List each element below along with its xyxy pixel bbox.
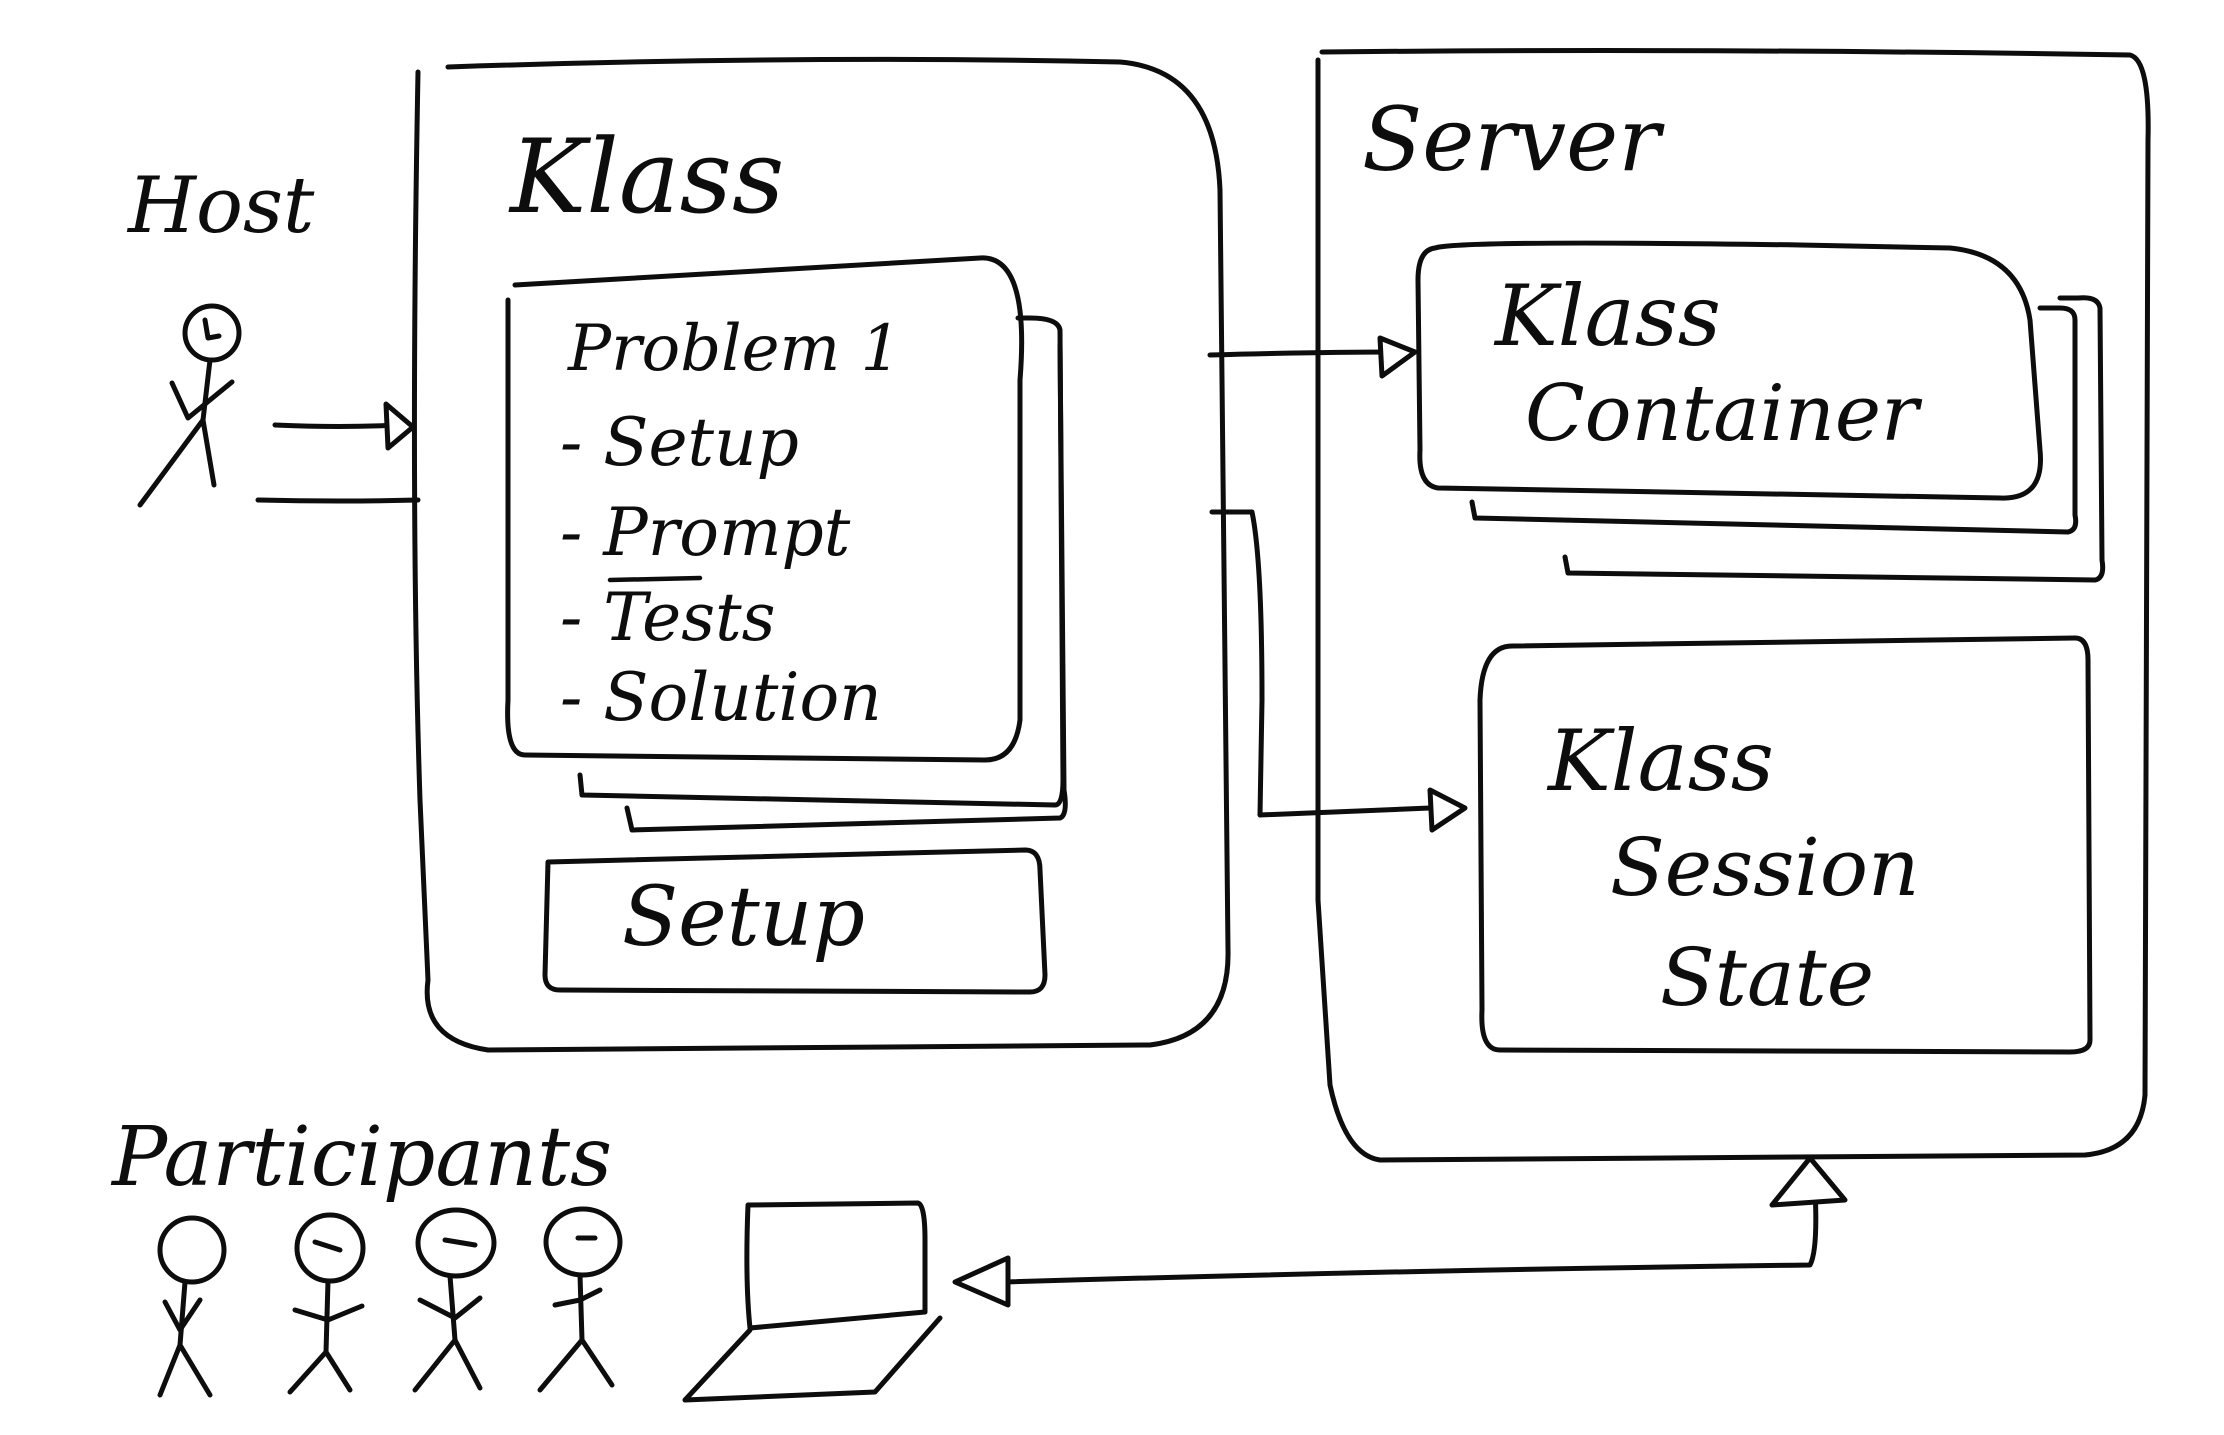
container-label-line1: Klass [1493,267,1721,365]
container-label-line2: Container [1525,369,1923,459]
host-to-klass-arrow [255,401,421,504]
participant-4-stick-figure-icon [537,1206,623,1393]
participants-group: Participants [110,1110,623,1398]
participant-2-stick-figure-icon [287,1212,366,1395]
problem-item-setup: - Setup [560,404,799,481]
setup-label: Setup [622,870,865,965]
problem-item-tests: - Tests [560,579,776,656]
server-title: Server [1362,88,1665,191]
server-panel: Server Klass Container Klass Session Sta… [1315,48,2151,1163]
klass-panel: Klass Problem 1 - Setup - Prompt - Tests… [411,56,1231,1053]
problem-item-prompt: - Prompt [560,494,851,571]
server-to-laptop-arrow [952,1155,1848,1308]
session-label-line1: Klass [1546,712,1774,810]
klass-container-stack: Klass Container [1415,240,2106,583]
problem-item-solution: - Solution [560,659,882,736]
host-group: Host [126,161,315,508]
laptop-icon [682,1200,943,1403]
participant-1-stick-figure-icon [157,1215,227,1398]
klass-session-state-box: Klass Session State [1477,635,2093,1055]
klass-to-session-arrow [1209,509,1468,833]
participant-3-stick-figure-icon [412,1207,497,1393]
problem-card-stack: Problem 1 - Setup - Prompt - Tests - Sol… [505,255,1068,833]
klass-title: Klass [508,118,784,237]
session-label-line2: Session [1610,821,1920,914]
session-label-line3: State [1660,931,1874,1024]
setup-box: Setup [542,847,1048,995]
host-label: Host [126,161,315,251]
participants-label: Participants [110,1110,612,1205]
klass-to-container-arrow [1207,335,1418,379]
problem-title: Problem 1 [567,312,901,386]
host-stick-figure-icon [137,303,242,508]
